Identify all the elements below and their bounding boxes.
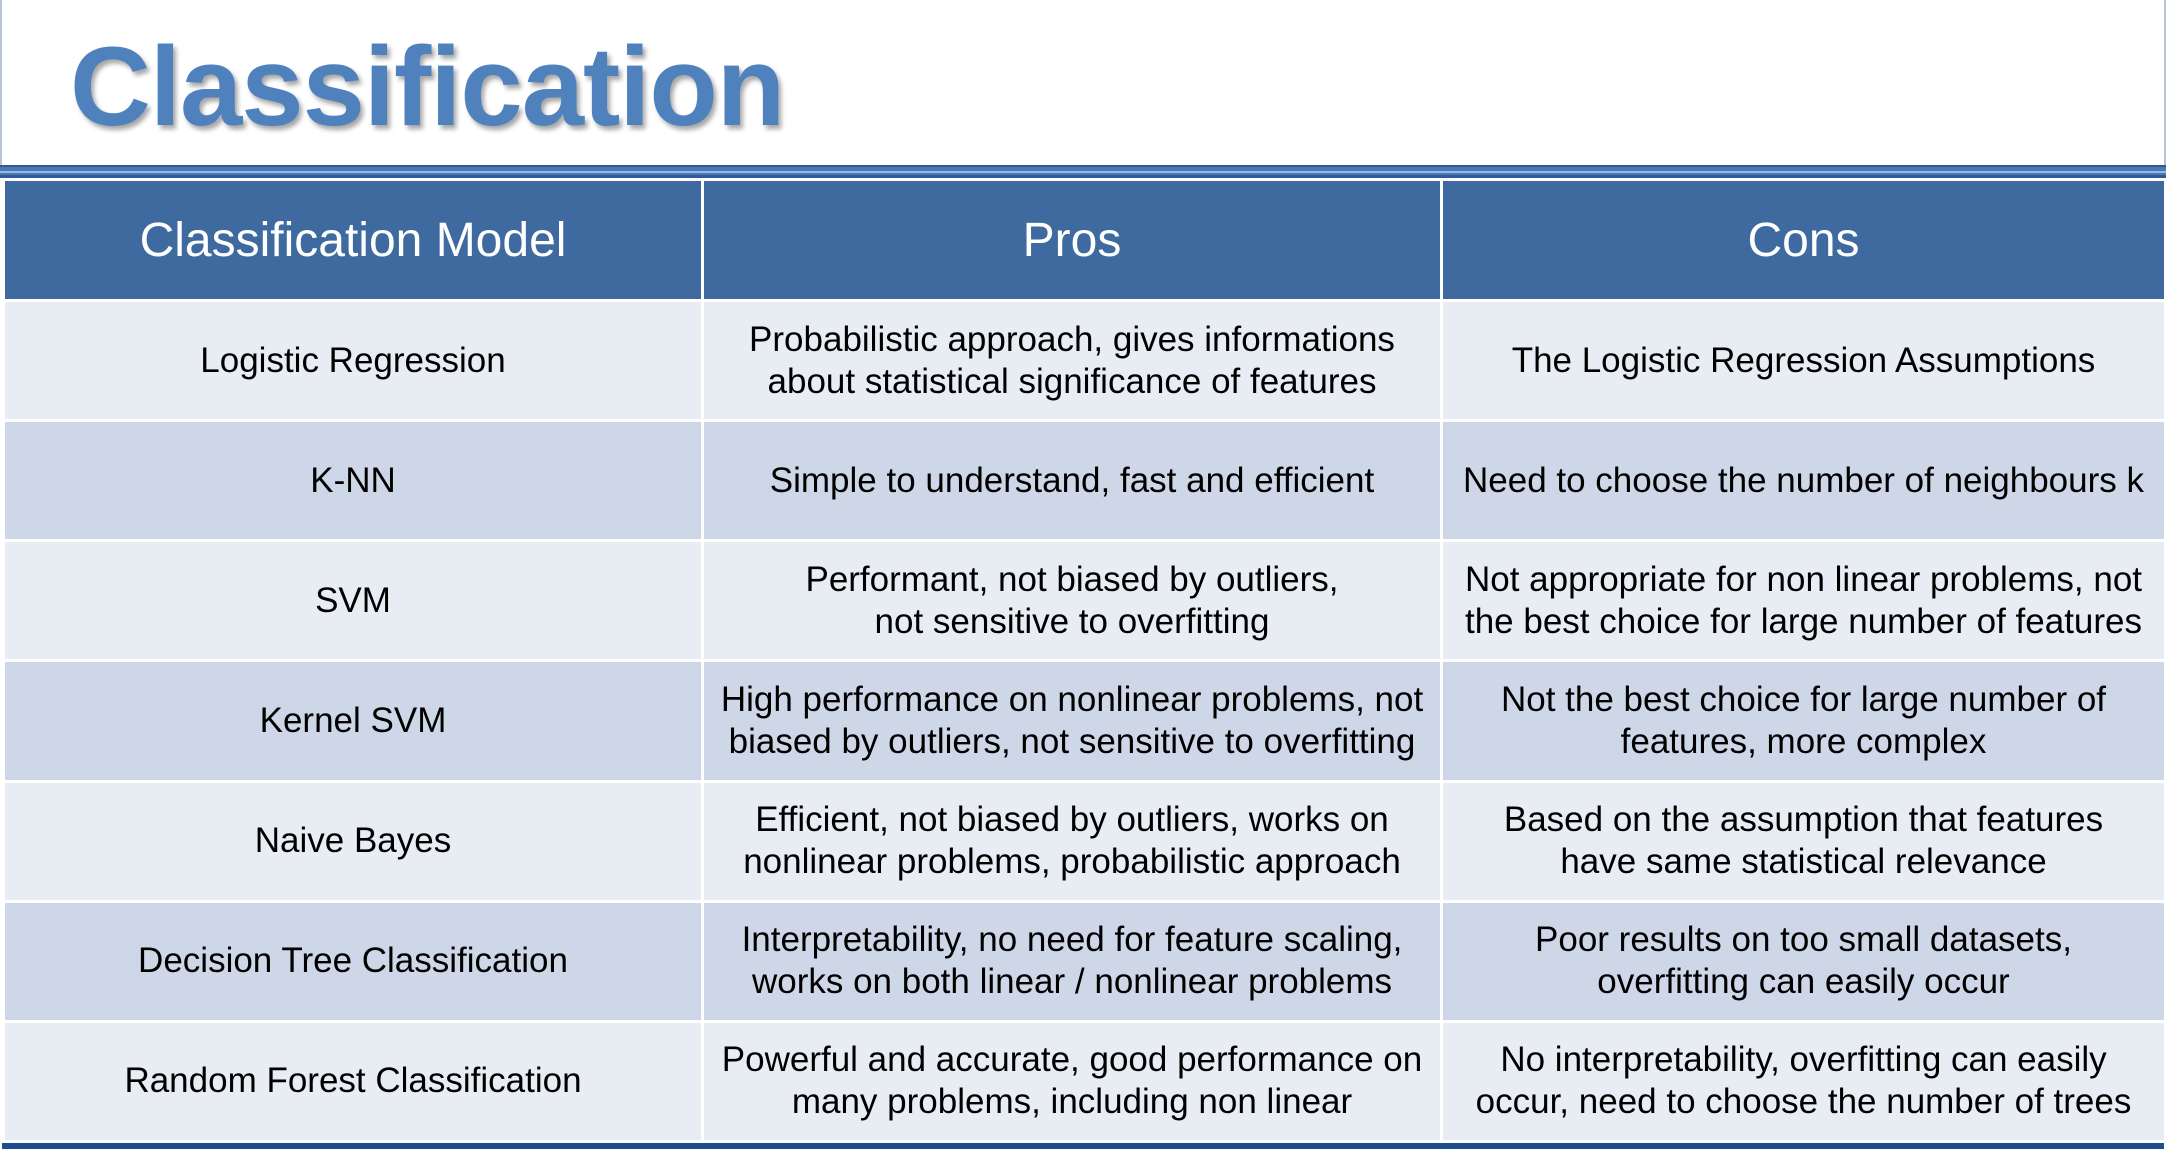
table-row: SVM Performant, not biased by outliers, … <box>2 539 2166 663</box>
title-divider <box>0 165 2166 178</box>
model-cell: Naive Bayes <box>2 779 704 903</box>
model-cell: SVM <box>2 539 704 663</box>
cons-cell: No interpretability, overfitting can eas… <box>1440 1019 2166 1144</box>
cons-cell: The Logistic Regression Assumptions <box>1440 298 2166 423</box>
table-row: K-NN Simple to understand, fast and effi… <box>2 419 2166 543</box>
cons-cell: Not the best choice for large number of … <box>1440 659 2166 783</box>
cons-cell: Need to choose the number of neighbours … <box>1440 419 2166 543</box>
cons-cell: Poor results on too small datasets, over… <box>1440 899 2166 1023</box>
pros-cell: Interpretability, no need for feature sc… <box>701 899 1443 1023</box>
header-cons: Cons <box>1440 178 2166 302</box>
pros-cell: High performance on nonlinear problems, … <box>701 659 1443 783</box>
pros-cell: Probabilistic approach, gives informatio… <box>701 298 1443 423</box>
table-row: Logistic Regression Probabilistic approa… <box>2 298 2166 423</box>
table-row: Kernel SVM High performance on nonlinear… <box>2 659 2166 783</box>
slide-left-edge <box>0 0 2 176</box>
model-cell: Logistic Regression <box>2 298 704 423</box>
table-row: Decision Tree Classification Interpretab… <box>2 899 2166 1023</box>
table-row: Random Forest Classification Powerful an… <box>2 1019 2166 1144</box>
header-model: Classification Model <box>2 178 704 302</box>
header-pros: Pros <box>701 178 1443 302</box>
table-row: Naive Bayes Efficient, not biased by out… <box>2 779 2166 903</box>
slide-title: Classification <box>70 24 785 149</box>
table-container: Classification Model Pros Cons Logistic … <box>2 178 2166 1149</box>
pros-cell: Simple to understand, fast and efficient <box>701 419 1443 543</box>
comparison-table: Classification Model Pros Cons Logistic … <box>2 178 2166 1144</box>
pros-cell: Efficient, not biased by outliers, works… <box>701 779 1443 903</box>
cons-cell: Based on the assumption that features ha… <box>1440 779 2166 903</box>
pros-cell: Performant, not biased by outliers, not … <box>701 539 1443 663</box>
model-cell: K-NN <box>2 419 704 543</box>
model-cell: Random Forest Classification <box>2 1019 704 1144</box>
table-header-row: Classification Model Pros Cons <box>2 178 2166 302</box>
cons-cell: Not appropriate for non linear problems,… <box>1440 539 2166 663</box>
slide-right-edge <box>2164 0 2166 176</box>
pros-cell: Powerful and accurate, good performance … <box>701 1019 1443 1144</box>
model-cell: Decision Tree Classification <box>2 899 704 1023</box>
model-cell: Kernel SVM <box>2 659 704 783</box>
